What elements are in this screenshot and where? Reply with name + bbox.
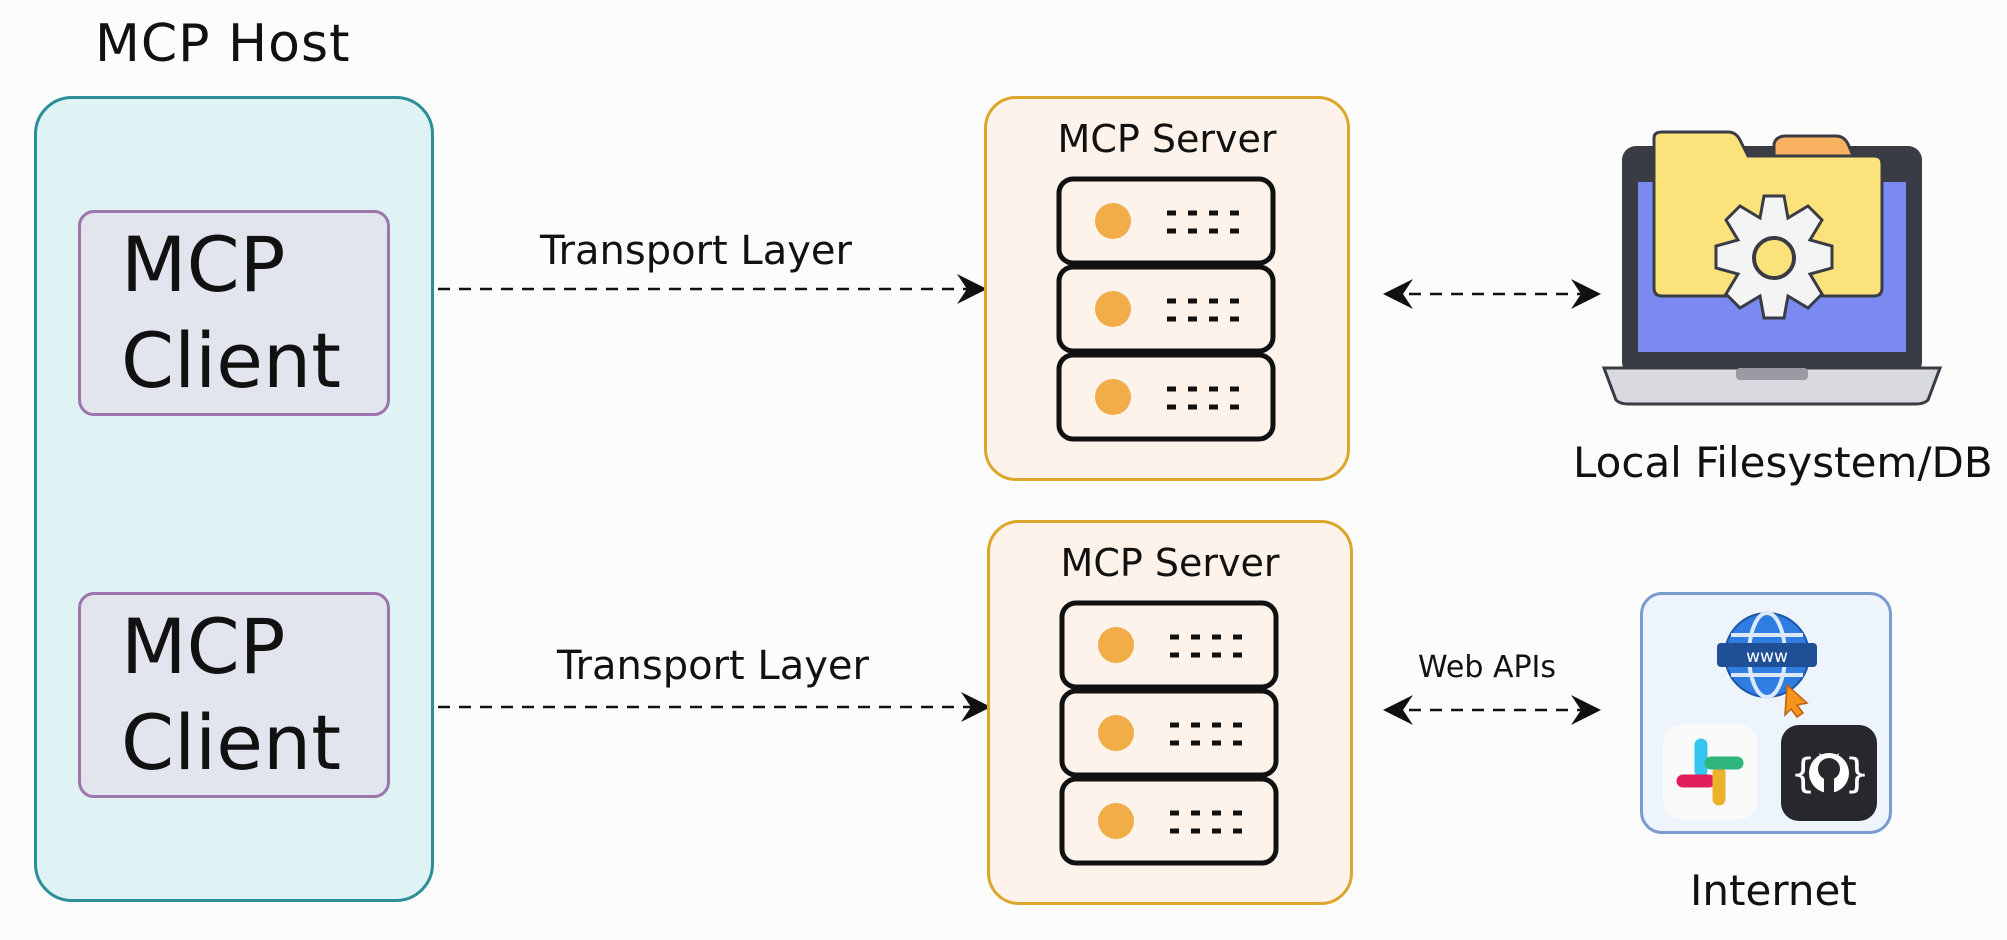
globe-icon: www	[1717, 611, 1817, 719]
services-icons: www { }	[1663, 611, 1877, 821]
slack-icon	[1663, 725, 1757, 819]
server-title: MCP Server	[1057, 117, 1277, 161]
mcp-client-top: MCP Client	[78, 210, 390, 416]
mcp-server-top: MCP Server	[984, 96, 1350, 481]
server-rack-icon	[1056, 176, 1276, 442]
server-rack-icon	[1059, 600, 1279, 866]
client-label-line1: MCP	[121, 602, 286, 691]
mcp-client-bottom: MCP Client	[78, 592, 390, 798]
web-apis-label: Web APIs	[1418, 650, 1557, 685]
client-label-line2: Client	[121, 698, 342, 787]
local-filesystem-label: Local Filesystem/DB	[1573, 438, 1993, 487]
svg-text:}: }	[1845, 751, 1869, 797]
transport-layer-label-bottom: Transport Layer	[557, 643, 869, 689]
transport-layer-label-top: Transport Layer	[540, 228, 852, 274]
internet-services-box: www { }	[1640, 592, 1892, 834]
server-title: MCP Server	[1060, 541, 1280, 585]
internet-label: Internet	[1690, 866, 1857, 915]
host-title: MCP Host	[95, 14, 351, 74]
client-label-line2: Client	[121, 316, 342, 405]
mcp-server-bottom: MCP Server	[987, 520, 1353, 905]
github-icon: { }	[1781, 725, 1877, 821]
svg-text:www: www	[1746, 647, 1788, 667]
laptop-folder-icon	[1601, 130, 1943, 406]
client-label-line1: MCP	[121, 220, 286, 309]
